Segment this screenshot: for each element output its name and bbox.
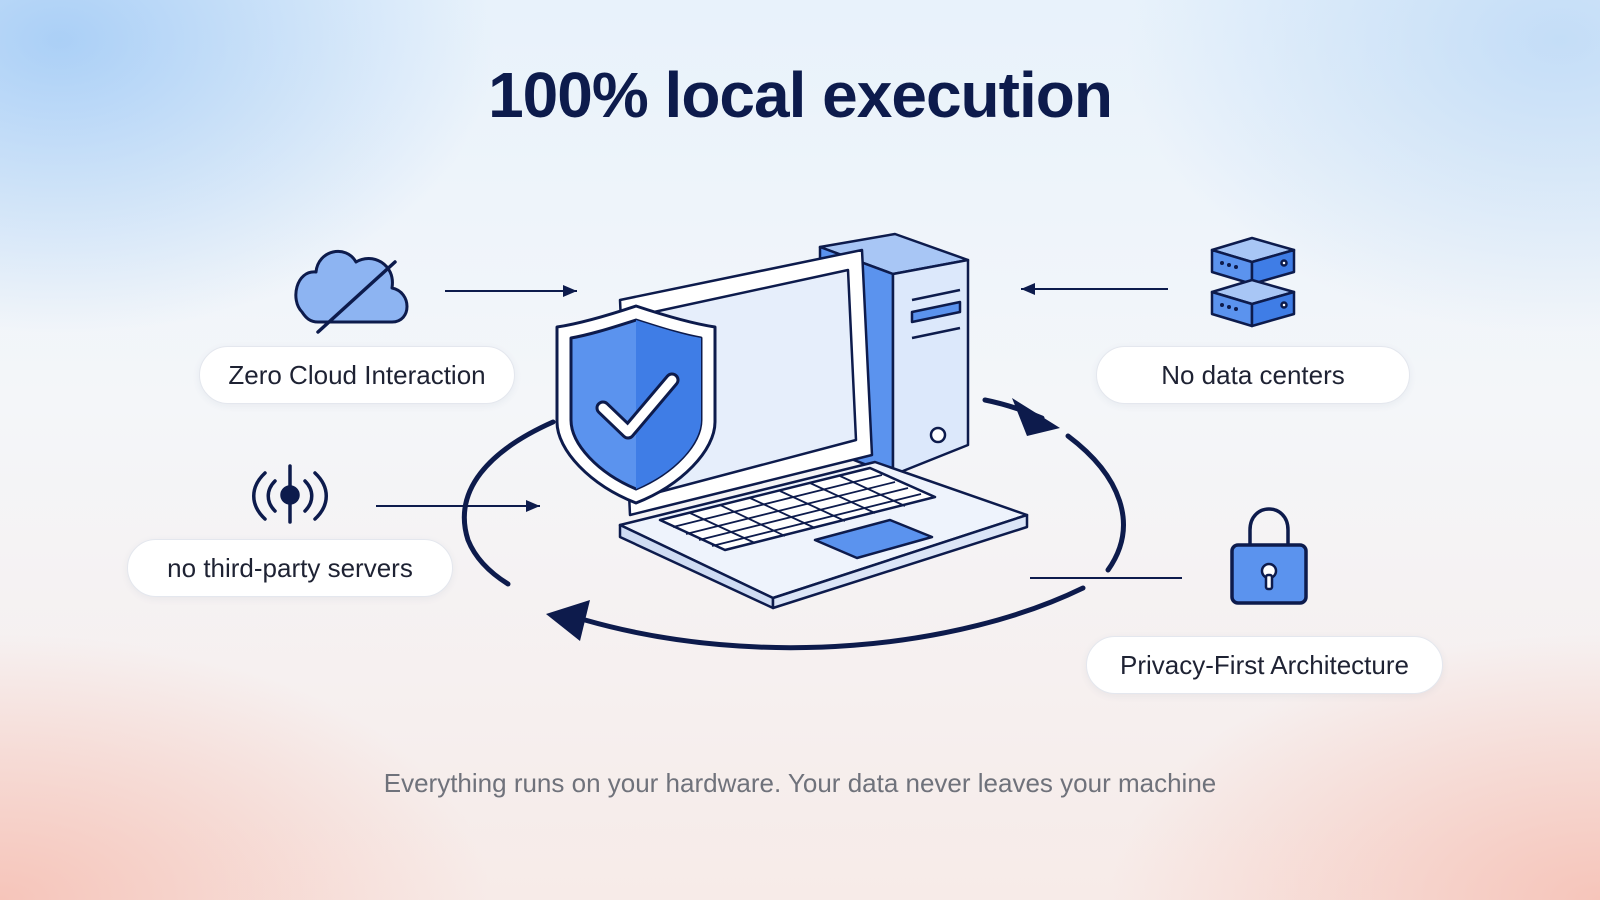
page-title: 100% local execution: [488, 59, 1113, 131]
connector-lines: [376, 283, 1182, 579]
cycle-arrowhead-right: [1012, 398, 1060, 436]
broadcast-signal-icon: [252, 464, 328, 524]
feature-no-data-centers: No data centers: [1096, 346, 1410, 404]
cycle-arrowhead-left: [546, 600, 590, 641]
cycle-arrows: [461, 397, 1126, 651]
padlock-icon: [1230, 507, 1308, 605]
server-stack-icon: [1210, 236, 1296, 328]
cloud-off-icon: [294, 250, 409, 334]
subtitle: Everything runs on your hardware. Your d…: [383, 768, 1217, 798]
feature-zero-cloud: Zero Cloud Interaction: [199, 346, 515, 404]
feature-no-third-party-servers: no third-party servers: [127, 539, 453, 597]
feature-privacy-first: Privacy-First Architecture: [1086, 636, 1443, 694]
shield-check-icon: [555, 304, 717, 505]
